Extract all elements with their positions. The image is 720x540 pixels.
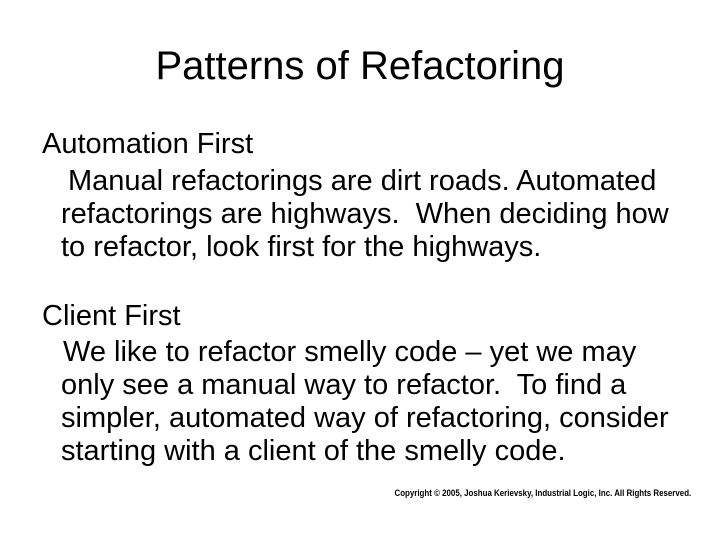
paragraph-line: only see a manual way to refactor. To fi… bbox=[61, 369, 627, 401]
section-paragraph-automation-first: Manual refactorings are dirt roads. Auto… bbox=[61, 165, 669, 264]
section-paragraph-client-first: We like to refactor smelly code – yet we… bbox=[61, 336, 669, 468]
paragraph-line: simpler, automated way of refactoring, c… bbox=[61, 402, 669, 434]
paragraph-line: to refactor, look first for the highways… bbox=[61, 231, 542, 263]
copyright-footer: Copyright © 2005, Joshua Kerievsky, Indu… bbox=[394, 488, 691, 498]
paragraph-line: We like to refactor smelly code – yet we… bbox=[63, 336, 637, 368]
paragraph-line: starting with a client of the smelly cod… bbox=[61, 435, 566, 467]
slide-title: Patterns of Refactoring bbox=[155, 44, 565, 88]
paragraph-line: refactorings are highways. When deciding… bbox=[61, 198, 669, 230]
section-heading-automation-first: Automation First bbox=[42, 128, 254, 160]
section-heading-client-first: Client First bbox=[42, 300, 181, 332]
paragraph-line: Manual refactorings are dirt roads. Auto… bbox=[68, 165, 657, 197]
